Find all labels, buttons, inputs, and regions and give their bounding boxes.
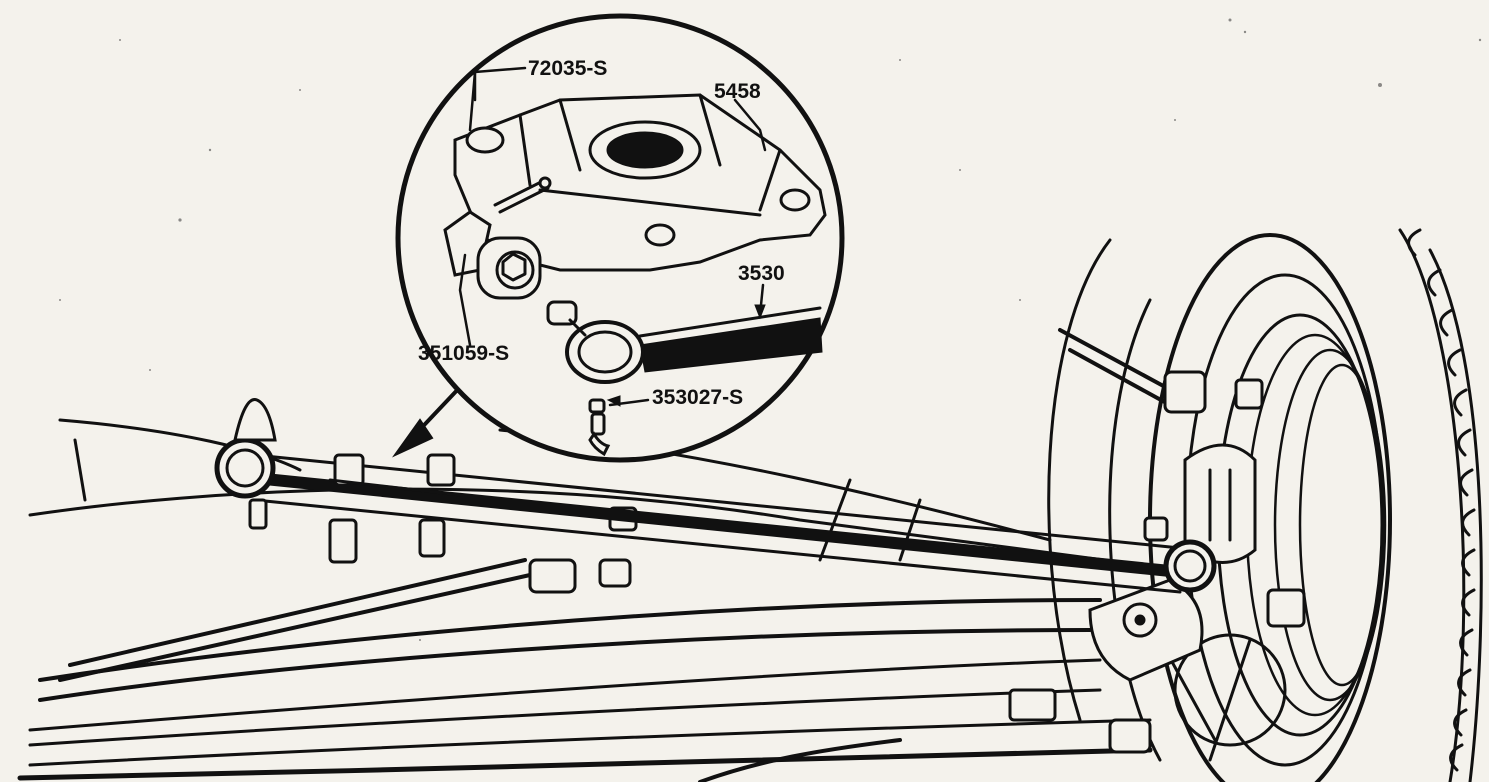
bracket-5458 <box>453 93 827 272</box>
paper-speckle <box>59 18 1482 641</box>
label-5458: 5458 <box>714 80 761 103</box>
label-353027s: 353027-S <box>652 386 743 409</box>
detail-pointer-arrow <box>392 383 464 458</box>
castle-nut-351059s <box>443 210 542 300</box>
grease-fitting-353027s <box>588 398 611 457</box>
cotter-pin-72035s <box>493 176 552 214</box>
label-351059s: 351059-S <box>418 342 509 365</box>
front-axle-and-spring <box>17 418 1182 782</box>
detail-magnifier: 72035-S 5458 3530 351059-S 353027-S <box>395 13 845 463</box>
label-3530: 3530 <box>738 262 785 285</box>
tie-rod-end-3530 <box>546 300 823 384</box>
callout-leaders <box>458 66 767 407</box>
tire-tread <box>1407 228 1476 772</box>
tie-rod <box>214 398 1217 594</box>
label-72035s: 72035-S <box>528 57 607 80</box>
wheel-assembly <box>1047 228 1483 782</box>
